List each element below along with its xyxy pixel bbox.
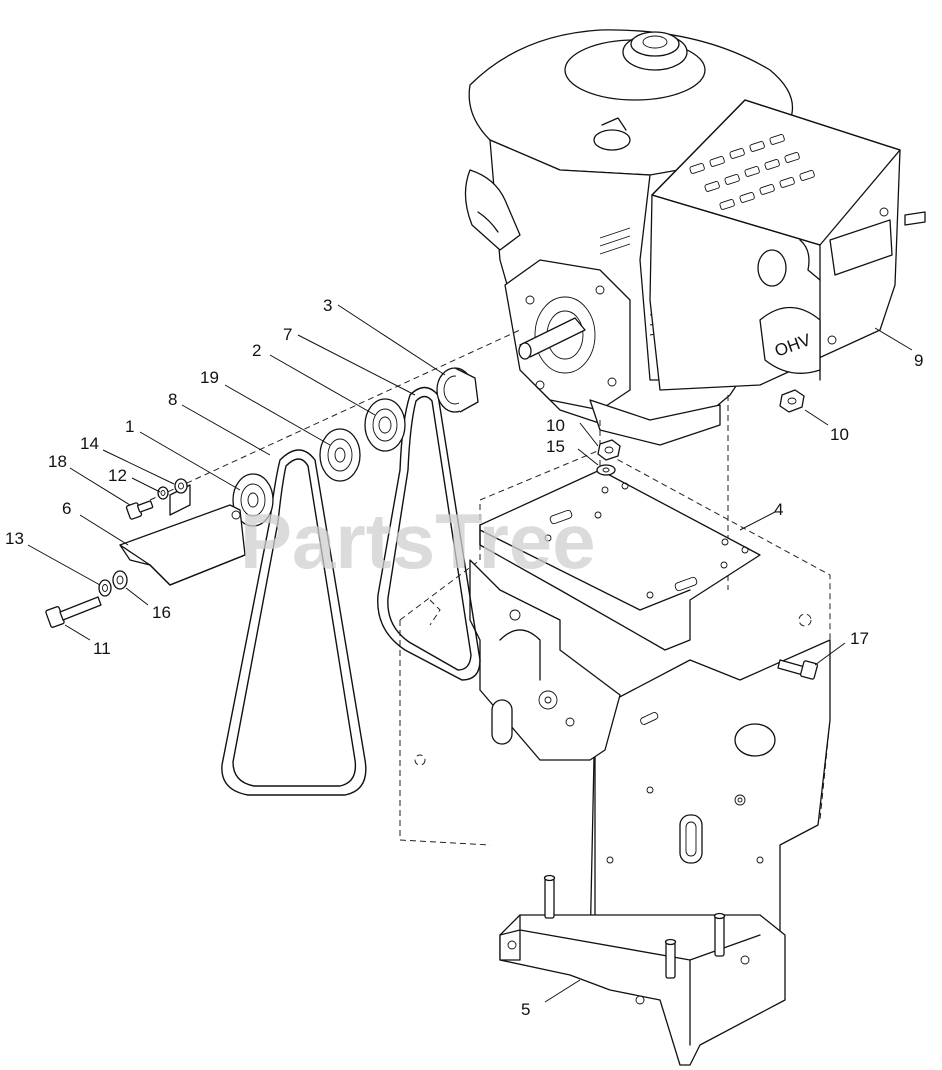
callout-14: 14 [80, 434, 99, 453]
callout-17: 17 [850, 629, 869, 648]
bolt-18[interactable] [125, 500, 154, 520]
callout-2: 2 [252, 341, 261, 360]
shroud-vent-slots [689, 134, 815, 210]
callout-11: 11 [93, 639, 111, 658]
callout-19: 19 [200, 368, 219, 387]
pulley-19[interactable] [319, 428, 361, 482]
callout-8: 8 [168, 390, 177, 409]
nut-10-upper[interactable] [597, 439, 621, 461]
base-bracket[interactable] [499, 874, 786, 1066]
engine-pulley[interactable] [436, 367, 479, 413]
pulley-2[interactable] [364, 398, 406, 452]
callout-7: 7 [283, 325, 292, 344]
callout-6: 6 [62, 499, 71, 518]
callout-13: 13 [5, 529, 24, 548]
engine[interactable]: OHV [464, 29, 926, 446]
idler-bracket[interactable] [119, 484, 246, 586]
bolt-17[interactable] [777, 659, 819, 680]
callout-5: 5 [521, 1000, 530, 1019]
callout-18: 18 [48, 452, 67, 471]
washer-13[interactable] [98, 579, 112, 597]
washer-12[interactable] [157, 486, 169, 500]
callout-1: 1 [125, 417, 134, 436]
idler-pulley[interactable] [232, 473, 274, 527]
callout-10-upper: 10 [546, 416, 565, 435]
bolt-11[interactable] [45, 596, 102, 628]
callout-labels: 3 7 2 19 8 1 14 18 12 6 13 16 11 10 15 1… [5, 296, 923, 1019]
callout-12: 12 [108, 466, 127, 485]
washer-14[interactable] [174, 478, 188, 494]
callout-3: 3 [323, 296, 332, 315]
drive-belt-inner[interactable] [377, 386, 481, 681]
engine-mounting-plate[interactable] [479, 469, 761, 651]
callout-10-right: 10 [830, 425, 849, 444]
washer-16[interactable] [112, 570, 128, 590]
callout-4: 4 [774, 500, 783, 519]
leader-lines [27, 304, 913, 1003]
watermark: PartsTree [240, 497, 596, 585]
washer-15[interactable] [596, 464, 616, 476]
callout-9: 9 [914, 351, 923, 370]
callout-16: 16 [152, 603, 171, 622]
nut-10-right[interactable] [779, 389, 805, 413]
chassis-frame-front[interactable] [469, 559, 831, 951]
callout-15: 15 [546, 437, 565, 456]
